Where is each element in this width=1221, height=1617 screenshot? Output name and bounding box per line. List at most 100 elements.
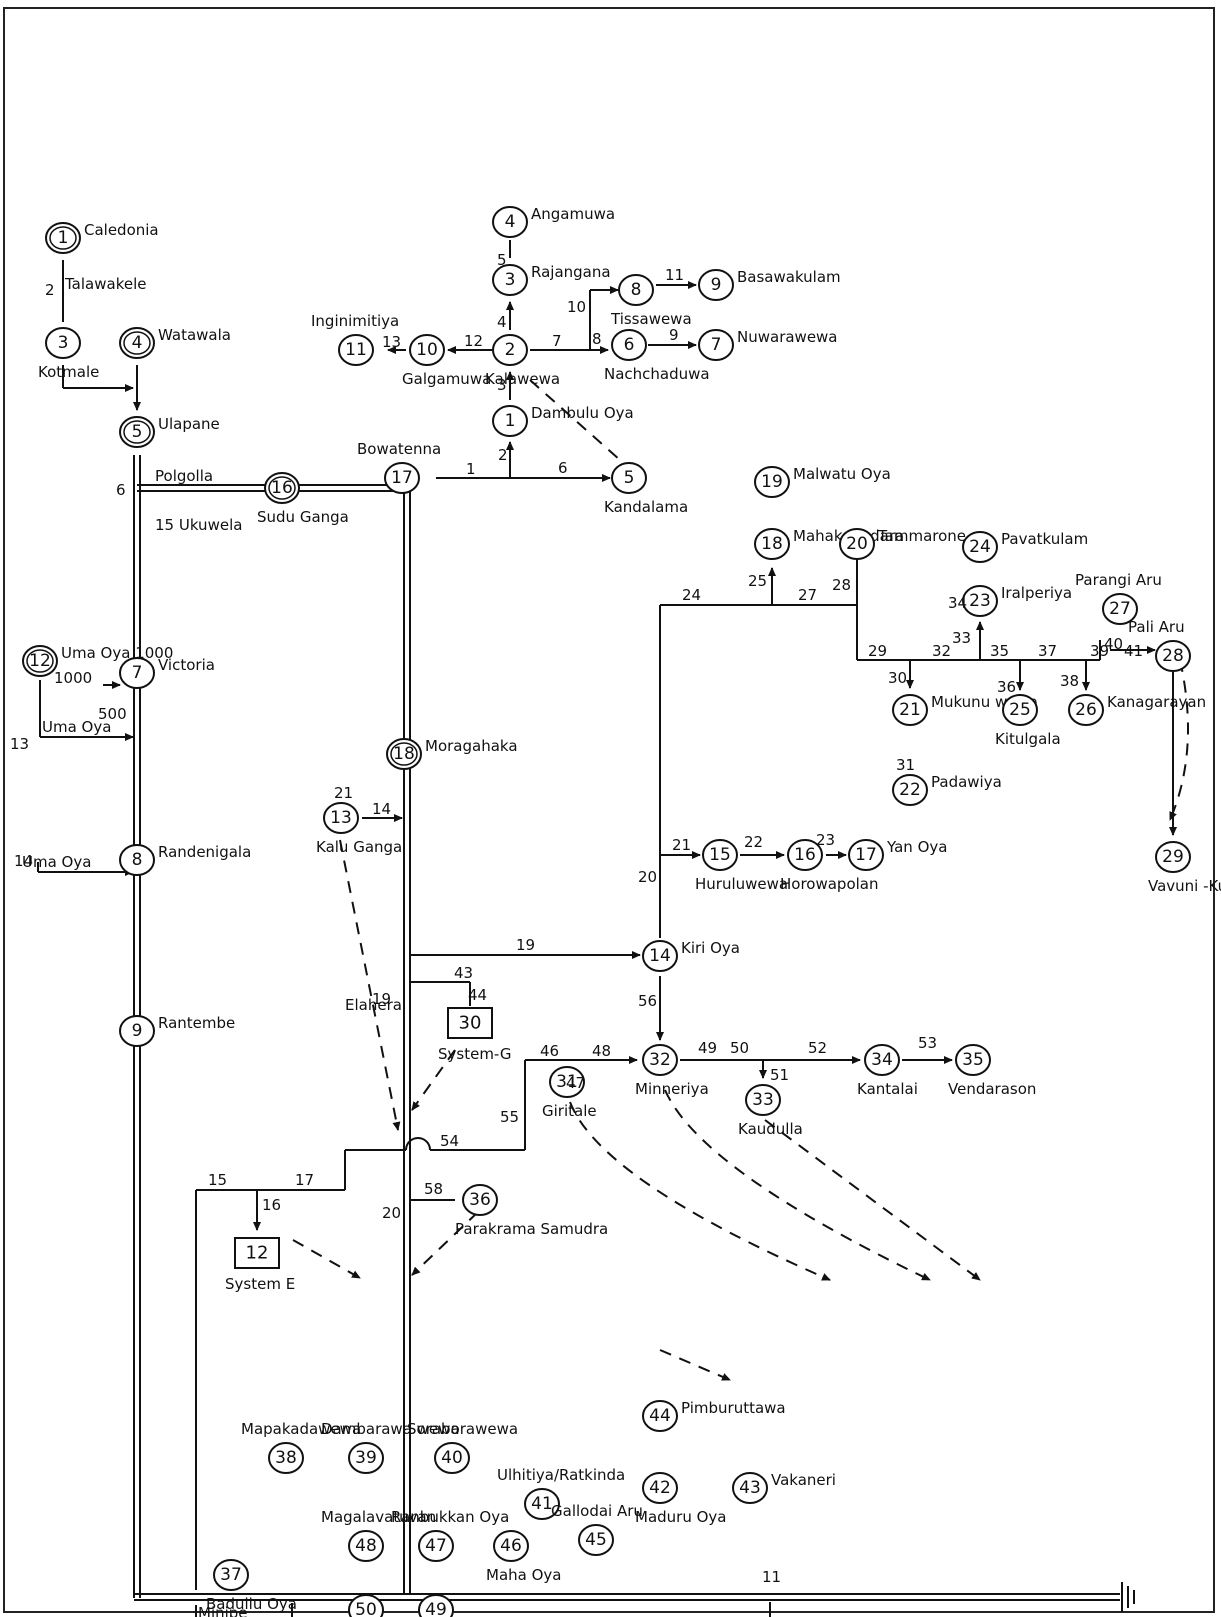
node-circle [698, 269, 734, 301]
node-number: 45 [585, 1530, 607, 1550]
node-circle [213, 1559, 249, 1591]
box-rect [234, 1237, 280, 1269]
channel-number: 5 [497, 251, 507, 269]
node-label: Ulhitiya/Ratkinda [497, 1466, 625, 1484]
channel-number: 31 [896, 756, 915, 774]
node-label: Tissawewa [610, 310, 692, 328]
node-number: 13 [330, 808, 352, 828]
node-circle [1068, 694, 1104, 726]
channel-number: 25 [748, 572, 767, 590]
channel-number: 15 [208, 1171, 227, 1189]
node-label: Bowatenna [357, 440, 441, 458]
node-number: 8 [132, 850, 143, 870]
node-label: Pali Aru [1128, 618, 1185, 636]
node-circle [119, 657, 155, 689]
node-circle [578, 1524, 614, 1556]
node-circle [962, 585, 998, 617]
channel-number: 36 [997, 678, 1016, 696]
node-circle [338, 334, 374, 366]
node-label: Yan Oya [886, 838, 947, 856]
node-label: Soraborawewa [407, 1420, 518, 1438]
reservoir-node-n50: 50 [348, 1594, 384, 1617]
node-label: Dambarawa wewa [321, 1420, 460, 1438]
node-number: 9 [711, 275, 722, 295]
node-circle [462, 1184, 498, 1216]
channel-number: 14 [14, 852, 33, 870]
node-circle [268, 1442, 304, 1474]
node-number: 26 [1075, 700, 1097, 720]
node-label: Rajangana [531, 263, 611, 281]
node-number: 37 [220, 1565, 242, 1585]
node-label: Kaudulla [738, 1120, 803, 1138]
channel-number: 41 [1124, 642, 1143, 660]
node-circle [787, 839, 823, 871]
node-number: 20 [846, 534, 868, 554]
node-label: Inginimitiya [311, 312, 399, 330]
box-number: 30 [459, 1013, 482, 1034]
node-number: 9 [132, 1021, 143, 1041]
node-label: Sudu Ganga [257, 508, 349, 526]
node-label: Victoria [158, 656, 215, 674]
node-label: Vendarason [948, 1080, 1036, 1098]
node-circle [754, 528, 790, 560]
channel-number: 54 [440, 1132, 459, 1150]
node-number: 35 [962, 1050, 984, 1070]
node-label: Angamuwa [531, 205, 615, 223]
node-number: 48 [355, 1536, 377, 1556]
node-circle [418, 1530, 454, 1562]
channel-number: 22 [744, 833, 763, 851]
node-inner-circle [26, 649, 54, 673]
node-inner-circle [123, 331, 151, 355]
node-label: Galgamuwa [402, 370, 491, 388]
channel-number: 6 [558, 459, 568, 477]
channel-number: 3 [497, 376, 507, 394]
node-number: 6 [624, 335, 635, 355]
node-label: Kalu Ganga [316, 838, 402, 856]
channel-number: 48 [592, 1042, 611, 1060]
node-number: 11 [345, 340, 367, 360]
node-number: 24 [969, 537, 991, 557]
node-circle [618, 274, 654, 306]
node-circle [848, 839, 884, 871]
channel-number: 13 [10, 735, 29, 753]
node-label: Caledonia [84, 221, 159, 239]
channel-number: 55 [500, 1108, 519, 1126]
node-number: 5 [132, 422, 143, 442]
channel-number: 53 [918, 1034, 937, 1052]
node-number: 2 [505, 340, 516, 360]
node-circle [839, 528, 875, 560]
node-label: Malwatu Oya [793, 465, 891, 483]
node-circle [348, 1442, 384, 1474]
node-circle [45, 327, 81, 359]
node-circle [434, 1442, 470, 1474]
channel-number: 27 [798, 586, 817, 604]
node-circle [611, 462, 647, 494]
channel-number: 6 [116, 481, 126, 499]
channel-number: 13 [382, 333, 401, 351]
flow-dashed-lines [292, 379, 1189, 1381]
node-circle [892, 774, 928, 806]
channel-number: 33 [952, 629, 971, 647]
node-inner-circle [268, 476, 296, 500]
node-circle [864, 1044, 900, 1076]
channel-number: 11 [762, 1568, 781, 1586]
node-number: 50 [355, 1600, 377, 1617]
